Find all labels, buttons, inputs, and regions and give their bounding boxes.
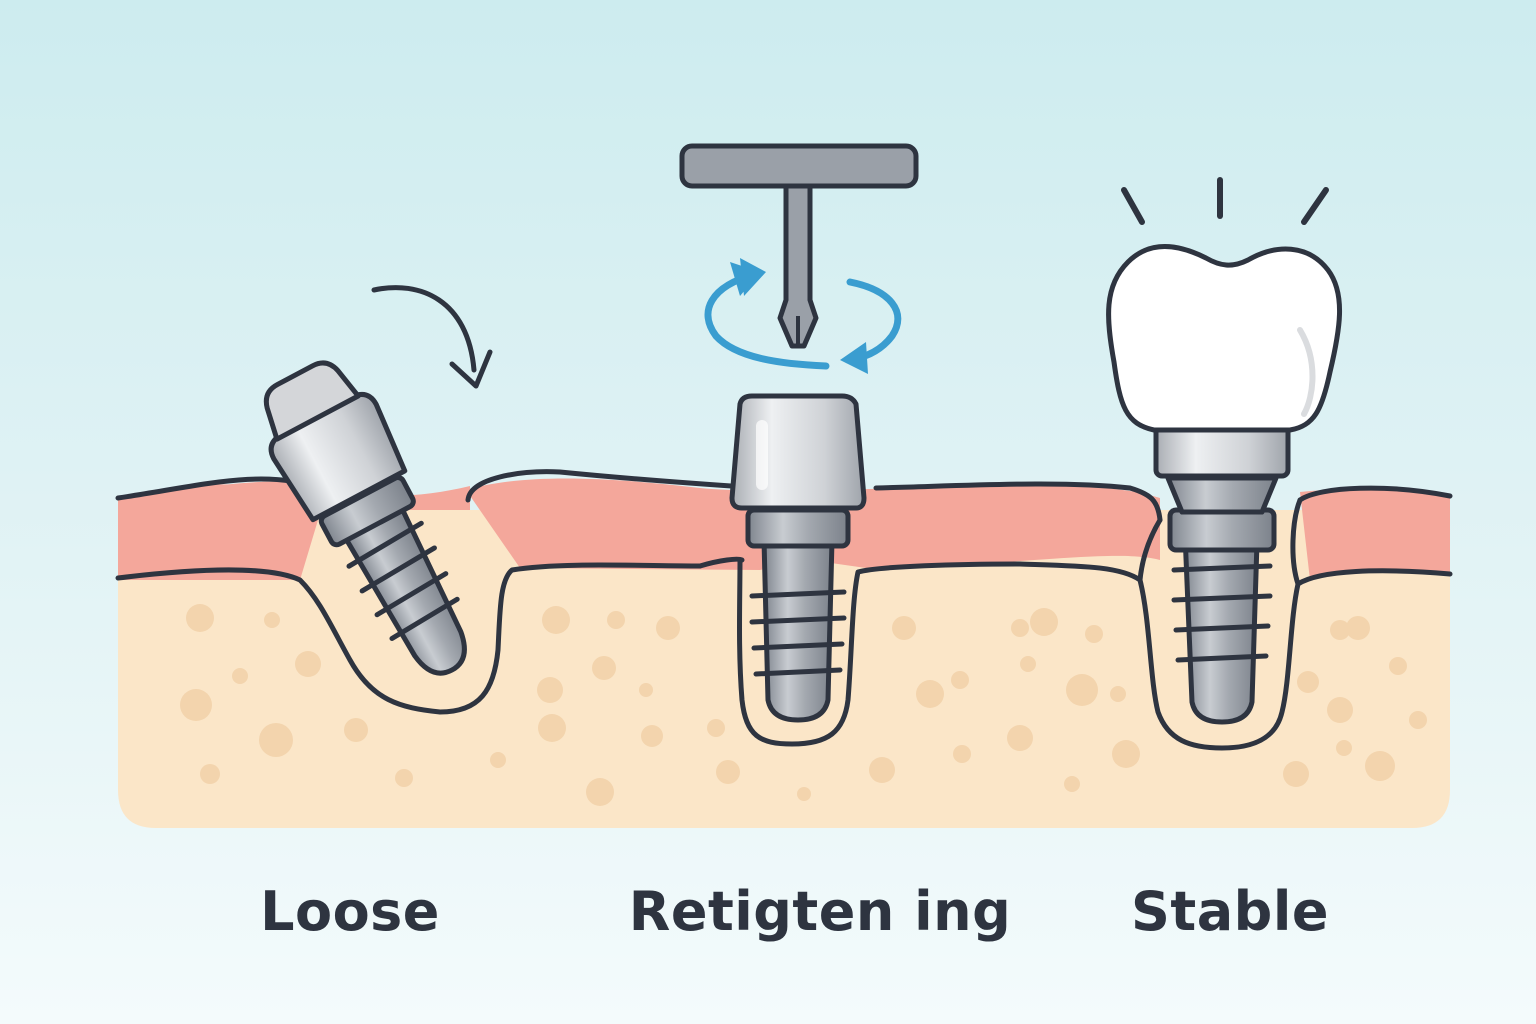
retighten-abutment [729, 393, 867, 511]
stable-implant-screw [1171, 507, 1273, 725]
stage-label-stable: Stable [1131, 880, 1329, 943]
stable-abutment [1153, 423, 1291, 479]
screwdriver-icon [679, 143, 919, 349]
retighten-implant-screw [749, 537, 847, 723]
shine-lines-icon [1121, 177, 1329, 225]
dental-crown [1106, 244, 1343, 433]
stable-implant-collar [1167, 507, 1277, 553]
retighten-implant-collar [745, 507, 851, 549]
bone-dots [180, 604, 1427, 806]
stage-label-loose: Loose [260, 880, 440, 943]
loose-implant [263, 360, 467, 676]
stage-label-retightening: Retigten ing [628, 880, 1012, 943]
stable-implant [1106, 244, 1343, 725]
loose-implant-screw [341, 502, 467, 676]
retighten-implant [729, 393, 867, 723]
tissue-outline [115, 469, 1453, 751]
rotation-arrows-icon [704, 258, 902, 374]
tilt-arrow-icon [371, 285, 493, 389]
